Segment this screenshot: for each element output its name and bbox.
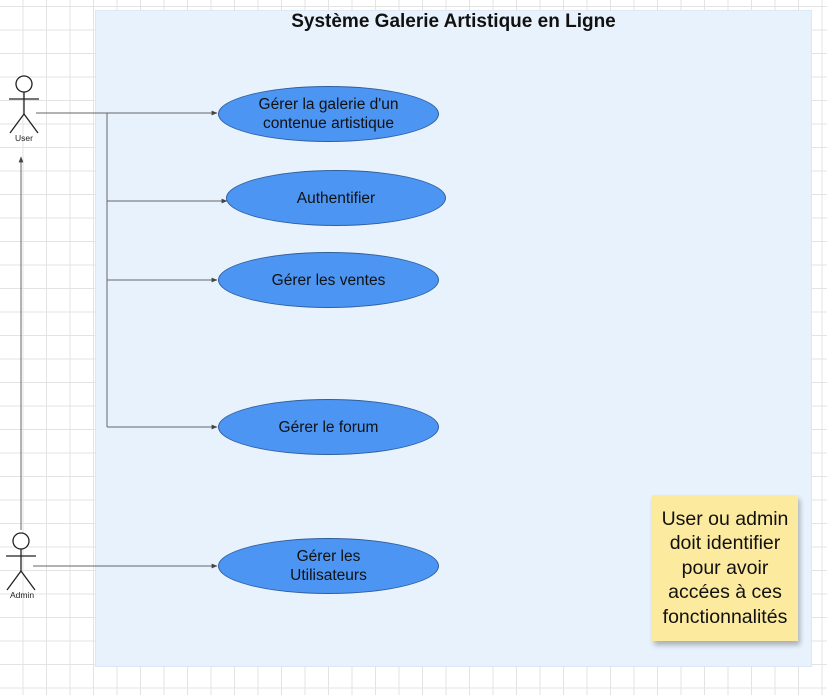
system-title: Système Galerie Artistique en Ligne — [291, 11, 616, 32]
use-case-label: Gérer les ventes — [271, 271, 386, 289]
actor-user-head — [15, 75, 33, 93]
actor-user-label: User — [15, 133, 33, 143]
actor-admin[interactable] — [6, 532, 36, 591]
actor-admin-head — [12, 532, 30, 550]
sticky-note-text: User ou admin doit identifier pour avoir… — [661, 507, 789, 628]
actor-user[interactable] — [9, 75, 39, 134]
use-case-label: Gérer la galerie d'un contenue artistiqu… — [258, 96, 399, 132]
use-case-gerer-galerie[interactable]: Gérer la galerie d'un contenue artistiqu… — [218, 86, 439, 142]
actor-user-right-leg — [23, 113, 39, 134]
use-case-label: Gérer les Utilisateurs — [290, 548, 367, 584]
use-case-gerer-utilisateurs[interactable]: Gérer les Utilisateurs — [218, 538, 439, 594]
use-case-gerer-ventes[interactable]: Gérer les ventes — [218, 252, 439, 308]
actor-admin-right-leg — [20, 570, 36, 591]
use-case-authentifier[interactable]: Authentifier — [226, 170, 446, 226]
sticky-note[interactable]: User ou admin doit identifier pour avoir… — [652, 495, 798, 641]
actor-user-left-leg — [9, 113, 25, 134]
use-case-label: Gérer le forum — [278, 418, 379, 436]
actor-admin-left-leg — [6, 570, 22, 591]
actor-admin-label: Admin — [9, 590, 35, 600]
use-case-gerer-forum[interactable]: Gérer le forum — [218, 399, 439, 455]
use-case-label: Authentifier — [296, 189, 376, 207]
